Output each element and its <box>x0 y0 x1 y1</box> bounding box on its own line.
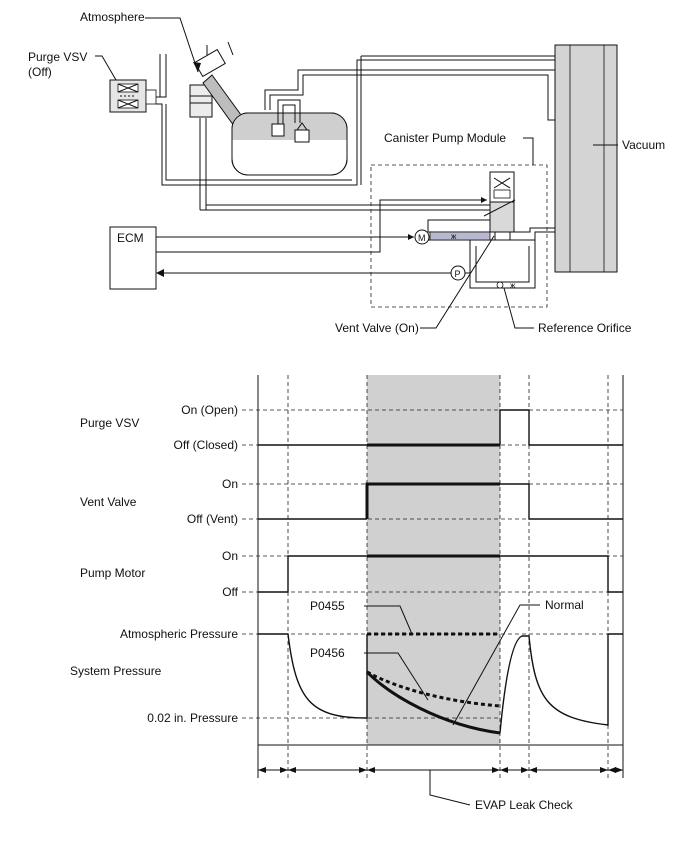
pump-motor-symbol: M <box>414 229 430 245</box>
pump-motor-trace <box>258 554 623 593</box>
fuel-tank <box>231 69 555 176</box>
svg-text:ж: ж <box>451 232 457 241</box>
threshold-pressure-label: 0.02 in. Pressure <box>147 711 238 725</box>
purge-vsv-label-line1: Purge VSV <box>28 50 87 64</box>
normal-trace <box>365 670 501 735</box>
purge-vsv-row-label: Purge VSV <box>80 416 139 430</box>
vent-valve-high-label: On <box>222 477 238 491</box>
pump-motor-low-label: Off <box>222 585 238 599</box>
evap-leak-check-label: EVAP Leak Check <box>475 798 574 812</box>
phase-arrows: EVAP Leak Check <box>258 767 623 812</box>
svg-text:ж: ж <box>510 281 516 290</box>
reference-orifice-label: Reference Orifice <box>538 321 632 335</box>
vent-valve-low-label: Off (Vent) <box>187 512 238 526</box>
purge-vsv-trace <box>258 409 623 447</box>
purge-vsv-valve <box>109 79 157 113</box>
purge-vsv-low-label: Off (Closed) <box>174 438 238 452</box>
row-labels: Purge VSV Vent Valve Pump Motor System P… <box>70 416 162 678</box>
svg-text:M: M <box>418 233 426 243</box>
canister-pump-module-label: Canister Pump Module <box>384 131 506 145</box>
purge-vsv-label-line2: (Off) <box>28 65 52 79</box>
vacuum-source <box>554 44 618 273</box>
canister-pump-module-box <box>370 164 548 308</box>
p0456-label: P0456 <box>310 646 345 660</box>
atmosphere-label: Atmosphere <box>80 10 145 24</box>
purge-vsv-high-label: On (Open) <box>181 403 238 417</box>
vent-valve-trace <box>258 482 623 520</box>
phase-boundaries <box>257 375 624 778</box>
level-labels: On (Open) Off (Closed) On Off (Vent) On … <box>120 403 239 725</box>
ecm-box: ECM <box>109 226 157 290</box>
normal-label: Normal <box>545 598 584 612</box>
svg-text:ECM: ECM <box>117 231 144 245</box>
purge-line-pipes <box>156 54 555 211</box>
vent-valve-label: Vent Valve (On) <box>335 321 419 335</box>
canister-internals: ж ж <box>427 171 555 290</box>
pump-motor-high-label: On <box>222 549 238 563</box>
system-pressure-row-label: System Pressure <box>70 664 162 678</box>
system-diagram: ж ж M P ECM <box>28 10 665 335</box>
p0455-label: P0455 <box>310 599 345 613</box>
atmospheric-pressure-label: Atmospheric Pressure <box>120 627 238 641</box>
p0456-trace <box>366 670 501 708</box>
pressure-callouts: P0455 P0456 Normal <box>310 598 584 726</box>
pump-motor-row-label: Pump Motor <box>80 566 145 580</box>
system-pressure-traces <box>258 632 623 735</box>
vacuum-label: Vacuum <box>622 138 665 152</box>
ecm-signal-lines <box>156 197 487 277</box>
timing-chart: P0455 P0456 Normal Purge VSV Vent Valve … <box>70 375 624 812</box>
diagram-callouts: Atmosphere Purge VSV (Off) Canister Pump… <box>28 10 665 335</box>
vent-valve-row-label: Vent Valve <box>80 495 137 509</box>
svg-text:P: P <box>455 269 461 279</box>
